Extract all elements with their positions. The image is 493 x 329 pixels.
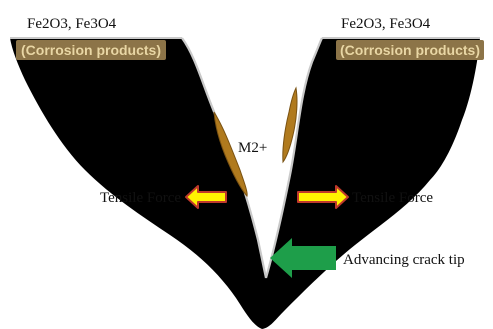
tensile-force-label-right: Tensile Force	[352, 190, 433, 206]
corrosion-products-label-left: (Corrosion products)	[21, 42, 161, 58]
tensile-force-label-left: Tensile Force	[100, 190, 181, 206]
corrosion-products-label-right: (Corrosion products)	[340, 42, 480, 58]
metal-ion-label: M2+	[238, 140, 267, 156]
oxide-label-right: Fe2O3, Fe3O4	[341, 16, 431, 32]
oxide-label-left: Fe2O3, Fe3O4	[27, 16, 117, 32]
crack-tip-label: Advancing crack tip	[343, 252, 465, 268]
